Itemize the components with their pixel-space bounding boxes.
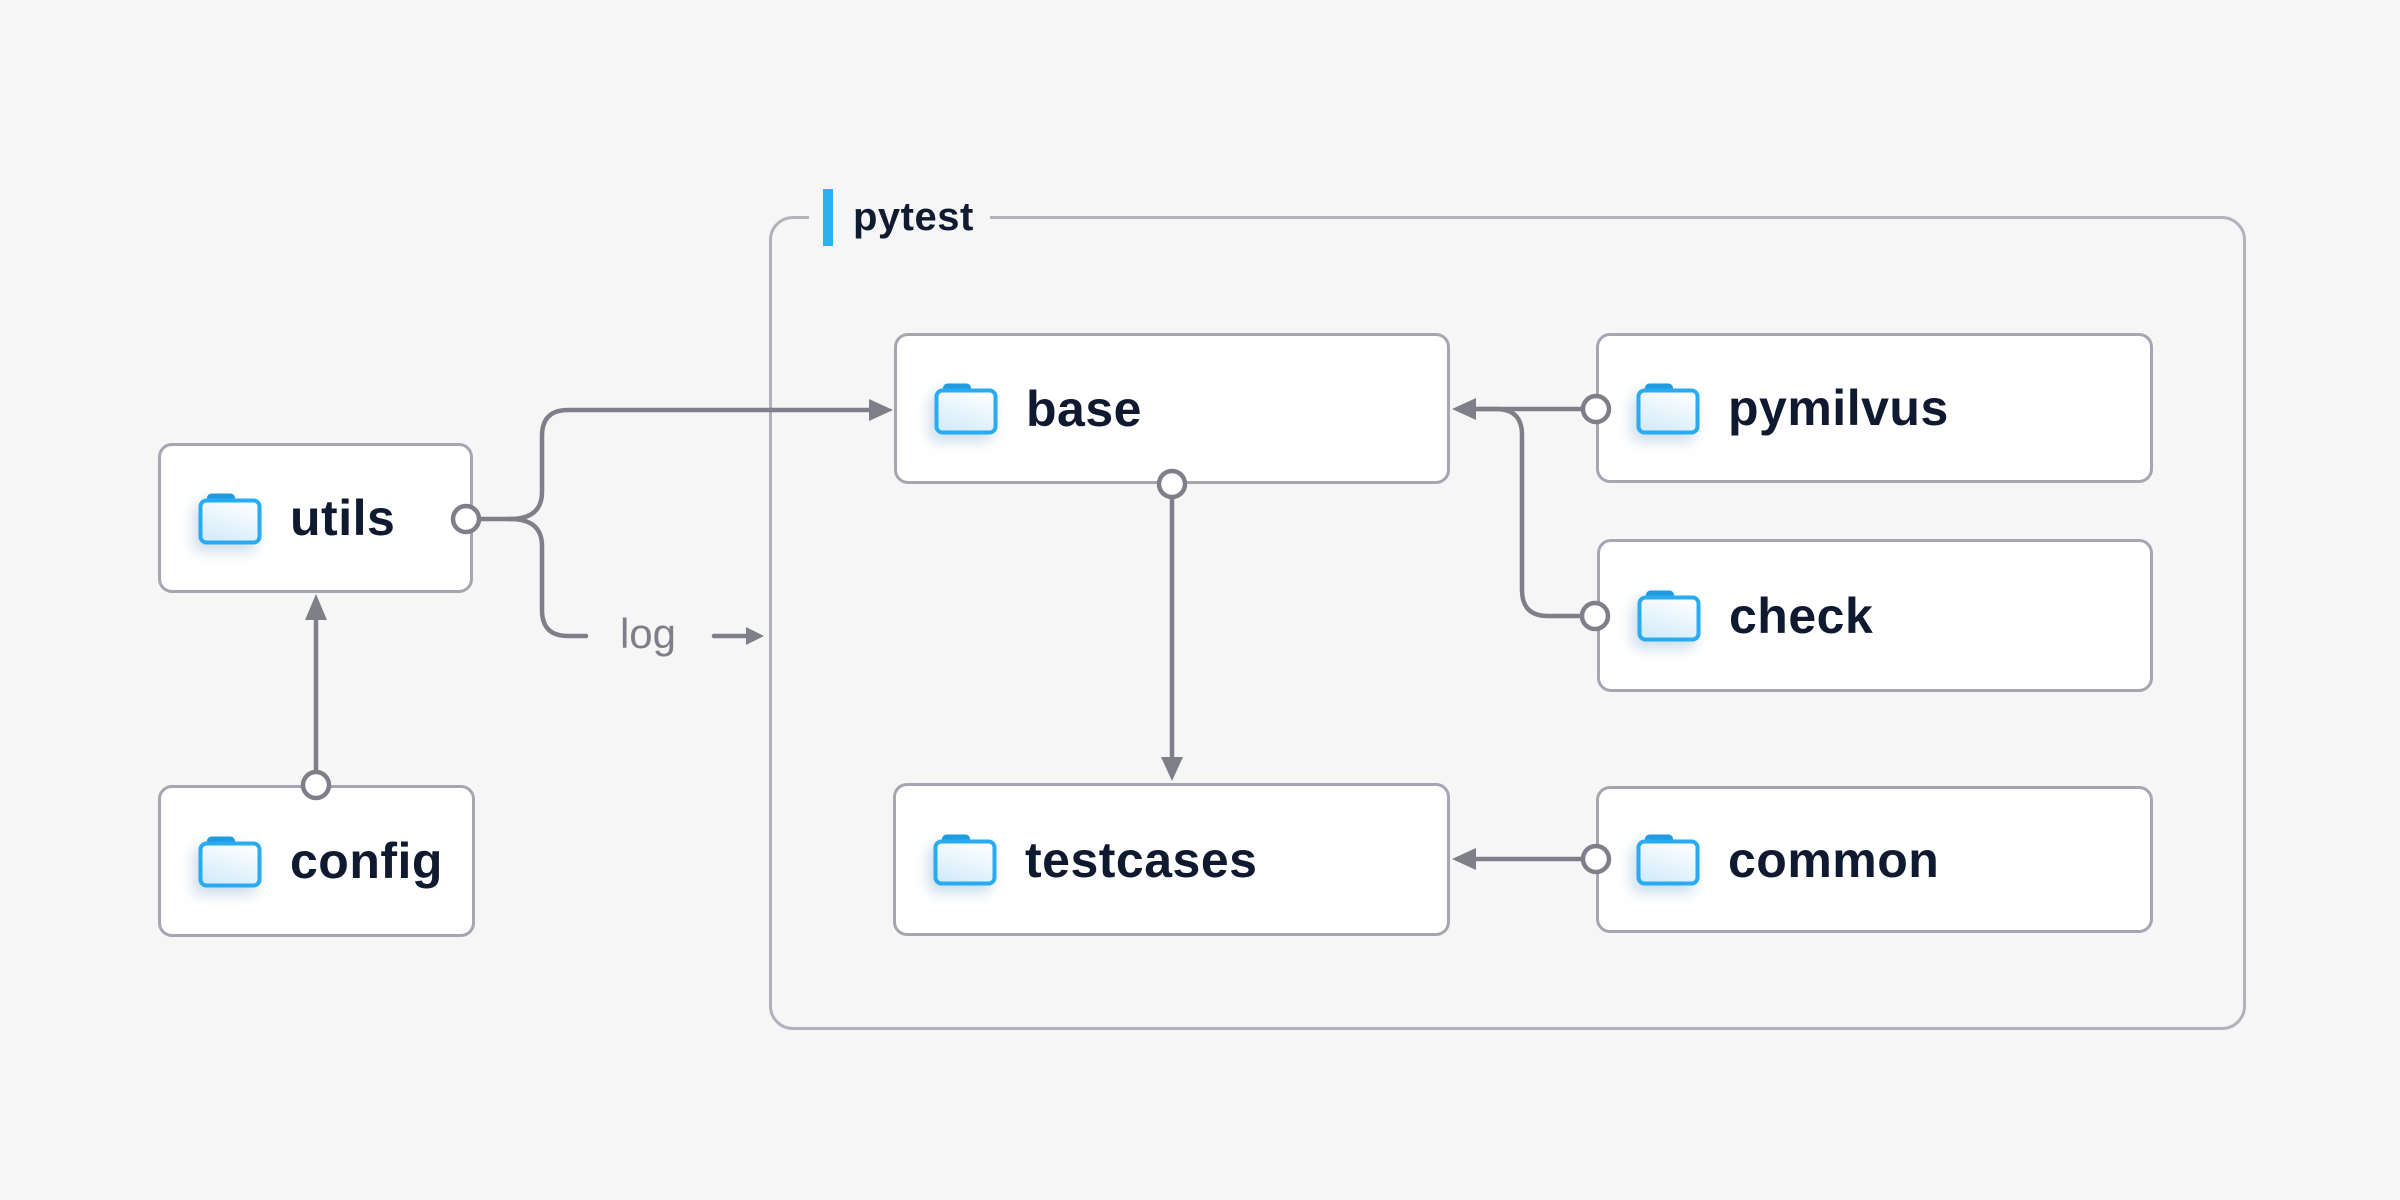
node-base: base (894, 333, 1450, 484)
folder-icon (1636, 382, 1700, 435)
folder-icon (934, 382, 998, 435)
edge-label-log: log (619, 610, 677, 657)
node-label: base (1026, 380, 1142, 437)
node-label: utils (290, 490, 396, 546)
node-pymilvus: pymilvus (1596, 333, 2153, 483)
edge-utils-to-log (507, 516, 589, 639)
node-label: common (1728, 831, 1940, 888)
pytest-group-label: pytest (809, 180, 990, 254)
folder-icon (933, 833, 997, 886)
node-config: config (158, 785, 475, 937)
node-label: pymilvus (1728, 380, 1949, 436)
folder-icon (198, 835, 262, 888)
arrowhead-up-into-utils (305, 594, 327, 620)
folder-icon (1636, 833, 1700, 886)
node-common: common (1596, 786, 2153, 933)
node-utils: utils (158, 443, 473, 593)
node-check: check (1597, 539, 2153, 692)
node-label: testcases (1025, 831, 1258, 888)
node-label: check (1729, 587, 1874, 644)
folder-icon (1637, 589, 1701, 642)
pytest-group-title: pytest (853, 195, 974, 239)
folder-icon (198, 492, 262, 545)
accent-bar-icon (823, 188, 833, 246)
pytest-group: pytest (769, 180, 2246, 1030)
node-testcases: testcases (893, 783, 1450, 936)
arrowhead-right-log (746, 627, 764, 645)
node-label: config (290, 833, 443, 889)
